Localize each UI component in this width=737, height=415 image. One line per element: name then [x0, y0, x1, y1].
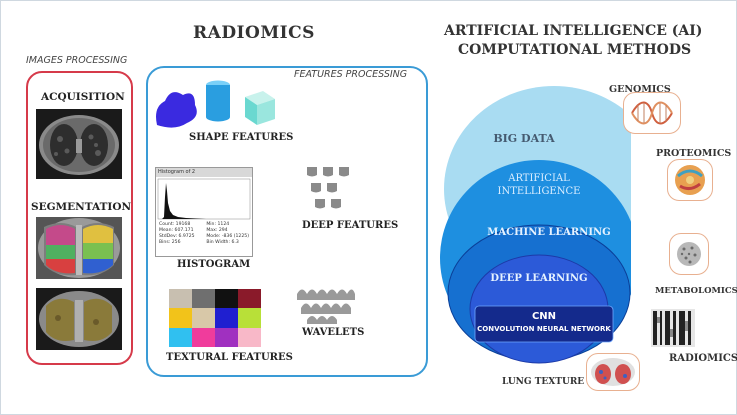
genomics-label: GENOMICS [609, 84, 671, 95]
radiomics-satellite-label: RADIOMICS [669, 353, 737, 364]
cnn-box [474, 305, 614, 343]
cnn-full-label: CONVOLUTION NEURAL NETWORK [477, 325, 611, 333]
acquisition-label: ACQUISITION [41, 91, 125, 103]
textural-features-label: TEXTURAL FEATURES [166, 352, 293, 363]
ai-nested-circles [440, 86, 631, 364]
texture-swatch [169, 327, 192, 347]
deep-features-icon [305, 163, 357, 217]
ai-label-line2: INTELLIGENCE [497, 186, 581, 197]
texture-swatch [192, 289, 215, 309]
deep-features-label: DEEP FEATURES [302, 220, 399, 231]
texture-swatch [169, 289, 192, 309]
shape-features-label: SHAPE FEATURES [189, 132, 294, 143]
ai-title-line1: ARTIFICIAL INTELLIGENCE (AI) [444, 23, 703, 39]
features-processing-label: FEATURES PROCESSING [294, 69, 408, 80]
texture-swatch [215, 327, 238, 347]
segmented-lung-image [36, 288, 122, 350]
images-processing-box [26, 71, 133, 365]
segmentation-label: SEGMENTATION [31, 201, 132, 213]
texture-swatch [192, 308, 215, 328]
genomics-icon [623, 92, 681, 134]
dl-label: DEEP LEARNING [490, 273, 588, 284]
lung-texture-icon [586, 353, 640, 391]
proteomics-icon [667, 159, 713, 201]
lung-texture-label: LUNG TEXTURE [502, 377, 585, 387]
radiomics-title: RADIOMICS [193, 23, 315, 43]
ai-label-line1: ARTIFICIAL [508, 173, 570, 184]
ml-label: MACHINE LEARNING [487, 227, 611, 238]
histogram-chart [157, 178, 251, 220]
radiomics-icon [651, 309, 695, 347]
images-processing-label: IMAGES PROCESSING [26, 55, 128, 66]
texture-swatch [238, 289, 261, 309]
shape-features-icon [151, 77, 281, 133]
acquisition-ct-image [36, 109, 122, 179]
texture-grid [169, 289, 261, 347]
texture-swatch [215, 289, 238, 309]
wavelets-icon [295, 282, 357, 324]
texture-swatch [169, 308, 192, 328]
cnn-label: CNN [531, 311, 557, 322]
ai-title-line2: COMPUTATIONAL METHODS [458, 42, 692, 58]
histogram-label: HISTOGRAM [177, 259, 251, 270]
texture-swatch [192, 327, 215, 347]
metabolomics-icon [669, 233, 709, 275]
big-data-label: BIG DATA [493, 132, 555, 145]
texture-swatch [238, 308, 261, 328]
texture-swatch [238, 327, 261, 347]
texture-swatch [215, 308, 238, 328]
wavelets-label: WAVELETS [302, 327, 365, 338]
histogram-window-title: Histogram of 2 [156, 168, 252, 177]
segmentation-image [36, 217, 122, 279]
metabolomics-label: METABOLOMICS [655, 286, 737, 296]
features-processing-box [146, 66, 428, 377]
proteomics-label: PROTEOMICS [656, 148, 732, 159]
